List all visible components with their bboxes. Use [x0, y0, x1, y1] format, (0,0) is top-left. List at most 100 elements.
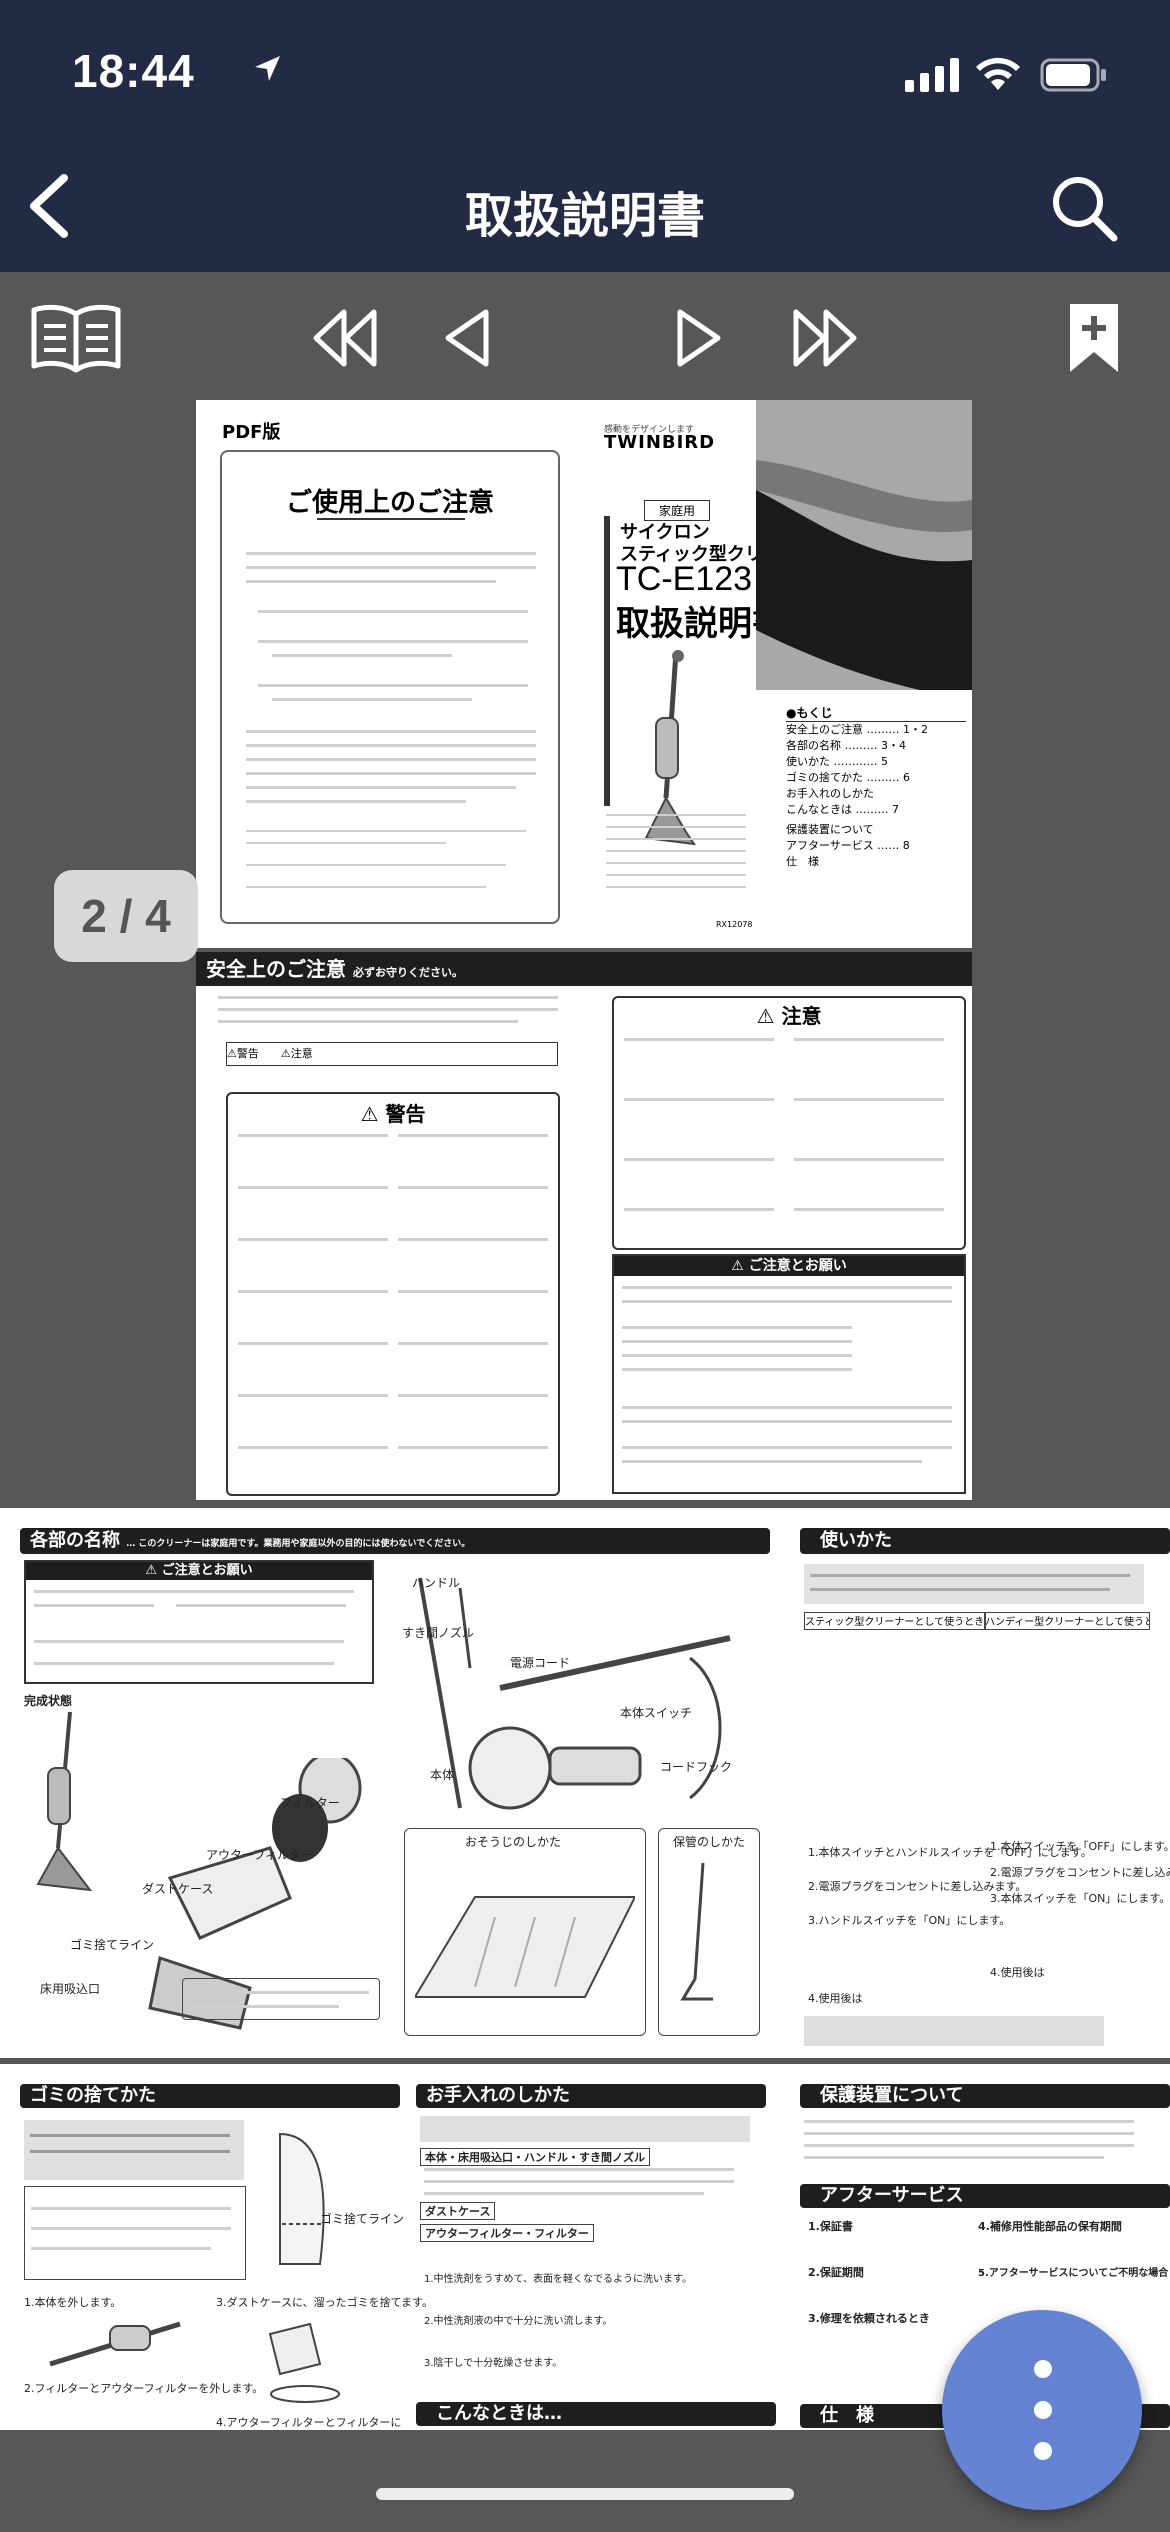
after-item-4: 4.補修用性能部品の保有期間 [978, 2220, 1122, 2233]
usage-step-1: 1.本体スイッチとハンドルスイッチを「OFF」にします。 [808, 1846, 1092, 1859]
label-main-switch: 本体スイッチ [620, 1706, 693, 1720]
label-filter: フィルター [280, 1796, 340, 1810]
brand-logo: TWINBIRD [604, 432, 716, 453]
after-item-2: 2.保証期間 [808, 2266, 864, 2279]
toc-item[interactable]: ゴミの捨てかた ……… 6 [786, 771, 910, 784]
label-dust-line: ゴミ捨てライン [70, 1938, 155, 1952]
more-dot-icon [1034, 2401, 1052, 2419]
care-head-body: 本体・床用吸込口・ハンドル・すき間ノズル [420, 2148, 650, 2166]
next-page-icon[interactable] [674, 308, 724, 368]
dust-step-2: 2.フィルターとアウターフィルターを外します。 [24, 2382, 264, 2395]
status-bar: 18:44 [0, 0, 1170, 140]
pdf-page-cover: PDF版 ご使用上のご注意 感動をデザインします TWINBIRD 家庭用 [196, 400, 972, 948]
toc-item[interactable]: 使いかた ………… 5 [786, 755, 888, 768]
after-item-5: 5.アフターサービスについてご不明な場合 [978, 2268, 1169, 2279]
care-head-dustcase: ダストケース [420, 2202, 496, 2220]
care-header: お手入れのしかた [416, 2084, 766, 2108]
toc-item[interactable]: こんなときは ……… 7 [786, 803, 899, 816]
parts-notice-box: ⚠ ご注意とお願い [24, 1560, 374, 1684]
floor-cleaning-illustration [415, 1896, 635, 1998]
dust-step-3: 3.ダストケースに、溜ったゴミを捨てます。 [216, 2296, 433, 2309]
care-step-3: 3.陰干しで十分乾燥させます。 [424, 2358, 563, 2369]
more-dot-icon [1034, 2442, 1052, 2460]
care-step-1: 1.中性洗剤をうすめて、表面を軽くなでるように洗います。 [424, 2274, 693, 2285]
toc-item[interactable]: 保護装置について [786, 823, 874, 836]
storage-illustration [680, 1862, 713, 2001]
after-item-1: 1.保証書 [808, 2220, 853, 2233]
more-actions-button[interactable] [942, 2310, 1142, 2510]
label-outer-filter: アウターフィルター [206, 1848, 314, 1862]
handy-step-2: 2.電源プラグをコンセントに差し込みます。 [990, 1866, 1170, 1879]
toc-item[interactable]: お手入れのしかた [786, 787, 874, 800]
handy-step-3: 3.本体スイッチを「ON」にします。 [990, 1892, 1170, 1905]
after-service-header: アフターサービス [800, 2184, 1170, 2208]
complete-state-label: 完成状態 [24, 1694, 73, 1708]
label-handle: ハンドル [412, 1576, 461, 1590]
protection-header: 保護装置について [800, 2084, 1170, 2108]
search-icon[interactable] [1050, 174, 1120, 244]
usage-step-3: 3.ハンドルスイッチを「ON」にします。 [808, 1914, 1011, 1927]
toc-header: ●もくじ [786, 706, 833, 720]
table-of-contents: ●もくじ 安全上のご注意 ……… 1・2 各部の名称 ……… 3・4 使いかた … [786, 704, 966, 870]
first-page-icon[interactable] [312, 308, 378, 368]
care-head-filter: アウターフィルター・フィルター [420, 2224, 594, 2242]
remove-body-illustration [49, 2321, 181, 2367]
usage-header: 使いかた [800, 1528, 1170, 1554]
caution-box: ⚠ 注意 [612, 996, 966, 1250]
toc-item[interactable]: 各部の名称 ……… 3・4 [786, 739, 906, 752]
dust-case-illustration [279, 2132, 325, 2265]
toc-item[interactable]: 安全上のご注意 ……… 1・2 [786, 723, 928, 736]
handy-step-4: 4.使用後は [990, 1966, 1045, 1979]
brand-tagline: 感動をデザインします [604, 425, 695, 435]
usage-step-4: 4.使用後は [808, 1992, 863, 2005]
previous-page-icon[interactable] [442, 308, 492, 368]
handy-step-1: 1.本体スイッチを「OFF」にします。 [990, 1840, 1170, 1853]
last-page-icon[interactable] [792, 308, 858, 368]
label-power-cord: 電源コード [510, 1656, 571, 1670]
stick-mode-title: スティック型クリーナーとして使うとき [804, 1612, 986, 1630]
empty-dust-illustration [268, 2322, 340, 2403]
warning-legend: ⚠警告 ⚠注意 [226, 1042, 558, 1066]
toc-item[interactable]: 仕 様 [786, 855, 819, 868]
page-title: 取扱説明書 [464, 188, 705, 244]
label-body: 本体 [430, 1768, 455, 1782]
back-chevron-icon[interactable] [20, 170, 80, 240]
reader-toolbar [0, 272, 1170, 402]
caution-title: ⚠ 注意 [756, 1004, 822, 1028]
request-box: ⚠ ご注意とお願い [612, 1254, 966, 1494]
after-item-3: 3.修理を依頼されるとき [808, 2312, 930, 2325]
vacuum-illustration [644, 650, 697, 846]
cellular-signal-icon [905, 58, 959, 92]
home-indicator[interactable] [376, 2488, 794, 2500]
request-title: ⚠ ご注意とお願い [614, 1256, 964, 1276]
cleaning-box: おそうじのしかた [404, 1828, 646, 2036]
pdf-version-label: PDF版 [222, 422, 281, 443]
dust-step-1: 1.本体を外します。 [24, 2296, 122, 2309]
page-indicator-badge: 2 / 4 [54, 870, 198, 962]
toc-item[interactable]: アフターサービス …… 8 [786, 839, 910, 852]
warning-title: ⚠ 警告 [360, 1102, 426, 1126]
notice-box: ご使用上のご注意 [220, 450, 560, 924]
status-time: 18:44 [72, 45, 195, 97]
pdf-page-safety: 安全上のご注意 必ずお守りください。 ⚠警告 ⚠注意 ⚠ 警告 ⚠ 注意 ⚠ ご… [196, 952, 972, 1500]
pdf-viewer[interactable]: PDF版 ご使用上のご注意 感動をデザインします TWINBIRD 家庭用 [0, 400, 1170, 2430]
model-number: TC-E123 [616, 560, 753, 598]
usage-step-2: 2.電源プラグをコンセントに差し込みます。 [808, 1880, 1027, 1893]
product-line-1: サイクロン [620, 522, 710, 543]
navigation-bar: 取扱説明書 [0, 140, 1170, 272]
battery-icon [1040, 58, 1106, 92]
label-floor-nozzle: 床用吸込口 [40, 1982, 101, 1996]
safety-header: 安全上のご注意 必ずお守りください。 [196, 952, 972, 986]
location-arrow-icon [255, 56, 280, 81]
book-icon[interactable] [30, 300, 122, 374]
care-step-2: 2.中性洗剤液の中で十分に洗い流します。 [424, 2316, 613, 2327]
doc-code: RX12078 [716, 920, 753, 929]
wifi-icon [976, 57, 1020, 90]
label-cord-hook: コードフック [660, 1760, 733, 1774]
notice-title: ご使用上のご注意 [285, 488, 494, 518]
trouble-header: こんなときは… [416, 2402, 776, 2426]
toc-list: 安全上のご注意 ……… 1・2 各部の名称 ……… 3・4 使いかた ………… … [786, 721, 966, 870]
label-gap-nozzle: すき間ノズル [402, 1626, 475, 1640]
pdf-page-parts-usage: 各部の名称 … このクリーナーは家庭用です。業務用や家庭以外の目的には使わないで… [0, 1508, 1170, 2058]
bookmark-icon[interactable] [1068, 302, 1120, 374]
